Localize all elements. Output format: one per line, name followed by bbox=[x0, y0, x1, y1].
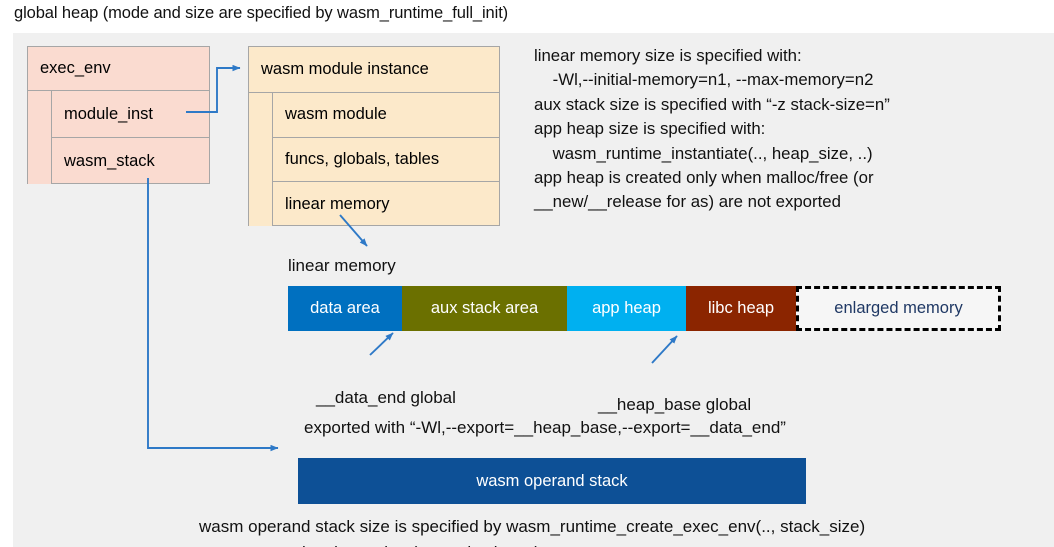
linear-memory-label: linear memory bbox=[288, 256, 396, 275]
memory-segment-data-area: data area bbox=[288, 286, 402, 331]
module-instance-header: wasm module instance bbox=[249, 47, 499, 93]
module-instance-field-funcs-globals-tables: funcs, globals, tables bbox=[273, 136, 499, 182]
export-note: exported with “-Wl,--export=__heap_base,… bbox=[304, 418, 786, 437]
memory-segment-app-heap: app heap bbox=[567, 286, 686, 331]
wasm-operand-stack-bar: wasm operand stack bbox=[298, 458, 806, 504]
exec-env-gutter bbox=[28, 91, 52, 184]
exec-env-field-wasm-stack: wasm_stack bbox=[52, 137, 209, 184]
memory-segment-libc-heap: libc heap bbox=[686, 286, 796, 331]
diagram-canvas: exec_env module_inst wasm_stack wasm mod… bbox=[13, 33, 1054, 547]
module-instance-field-wasm-module: wasm module bbox=[285, 105, 387, 124]
exec-env-fields: module_inst wasm_stack bbox=[52, 91, 209, 184]
module-instance-gutter bbox=[249, 93, 273, 226]
memory-segment-enlarged-memory: enlarged memory bbox=[796, 286, 1001, 331]
heap-base-callout: __heap_base global bbox=[598, 395, 752, 414]
wasm-operand-stack-label: wasm operand stack bbox=[476, 471, 628, 490]
module-instance-field-linear-memory: linear memory bbox=[273, 181, 499, 226]
exec-env-box: exec_env module_inst wasm_stack bbox=[27, 46, 210, 184]
operand-stack-notes: wasm operand stack size is specified by … bbox=[199, 517, 866, 547]
wasm-module-instance-box: wasm module instance wasm module funcs, … bbox=[248, 46, 500, 226]
data-end-callout: __data_end global bbox=[316, 388, 456, 407]
memory-segment-aux-stack-area: aux stack area bbox=[402, 286, 567, 331]
module-instance-body: wasm module funcs, globals, tables linea… bbox=[249, 93, 499, 226]
module-instance-fields: wasm module funcs, globals, tables linea… bbox=[273, 93, 499, 226]
memory-config-notes: linear memory size is specified with: -W… bbox=[534, 46, 890, 212]
page-title: global heap (mode and size are specified… bbox=[14, 4, 509, 22]
exec-env-field-module-inst: module_inst bbox=[64, 104, 153, 123]
exec-env-header: exec_env bbox=[28, 47, 209, 91]
exec-env-body: module_inst wasm_stack bbox=[28, 91, 209, 184]
